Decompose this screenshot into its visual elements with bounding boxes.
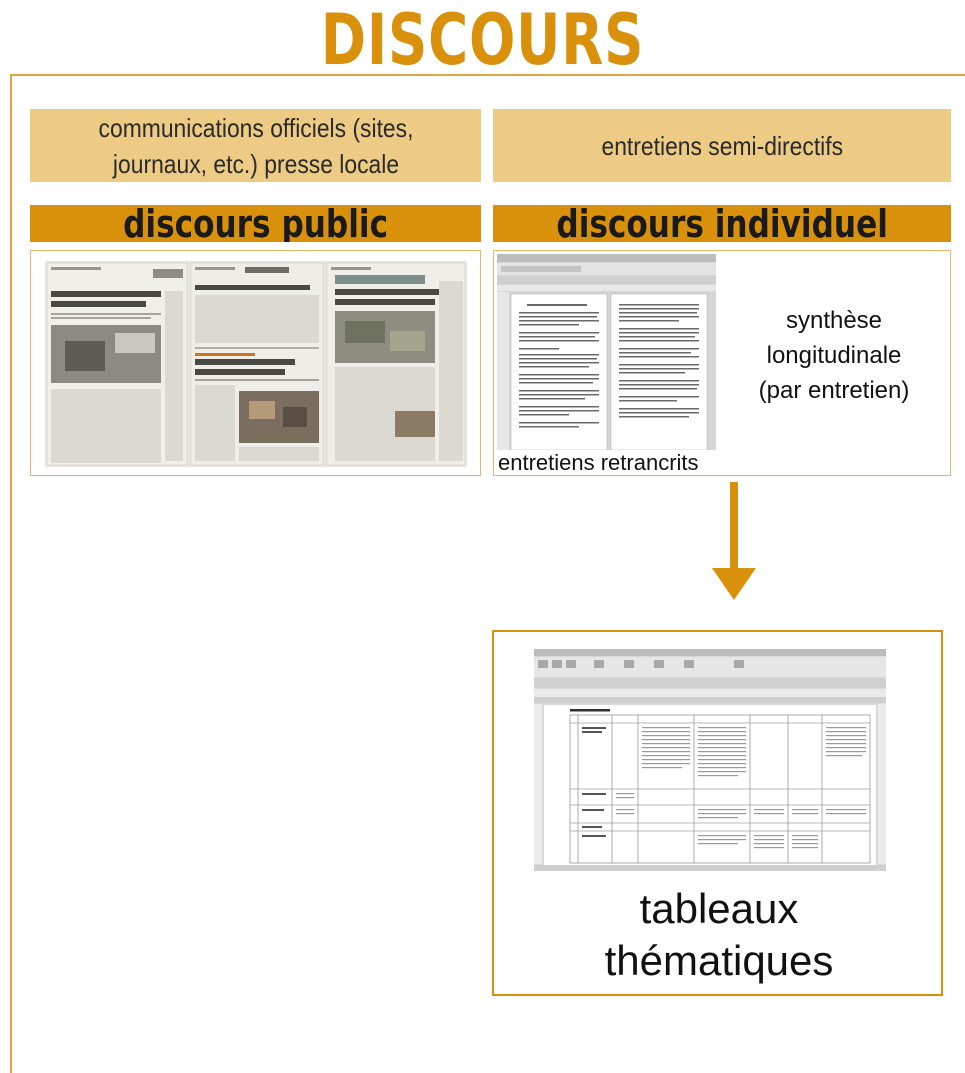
tables-label: tableaux thématiques: [604, 885, 834, 984]
newspaper-clipping-1: [46, 262, 188, 466]
category-individual-text: discours individuel: [556, 205, 888, 242]
public-discourse-panel: [30, 250, 481, 476]
newspaper-clipping-3: [326, 262, 466, 466]
transcribed-document-screenshot: [497, 254, 716, 450]
source-box-individual: entretiens semi-directifs: [493, 109, 951, 182]
newspaper-clippings-image: [45, 261, 467, 467]
frame-left-line: [10, 74, 12, 1073]
transcribed-label: entretiens retrancrits: [498, 450, 699, 475]
newspaper-clipping-2: [190, 262, 324, 466]
individual-discourse-panel: entretiens retrancrits synthèse longitud…: [493, 250, 951, 476]
source-box-public: communications officiels (sites, journau…: [30, 109, 481, 182]
category-bar-public: discours public: [30, 205, 481, 242]
source-individual-text: entretiens semi-directifs: [601, 130, 843, 161]
synthesis-label: synthèse longitudinale (par entretien): [758, 307, 910, 404]
page-title: DISCOURS: [320, 0, 645, 81]
down-arrow-icon: [712, 482, 756, 600]
thematic-tables-panel: tableaux thématiques: [492, 630, 943, 996]
category-public-text: discours public: [123, 205, 388, 242]
spreadsheet-table-screenshot: [534, 649, 886, 871]
category-bar-individual: discours individuel: [493, 205, 951, 242]
source-public-text: communications officiels (sites, journau…: [98, 112, 413, 179]
frame-top-line: [10, 74, 965, 76]
